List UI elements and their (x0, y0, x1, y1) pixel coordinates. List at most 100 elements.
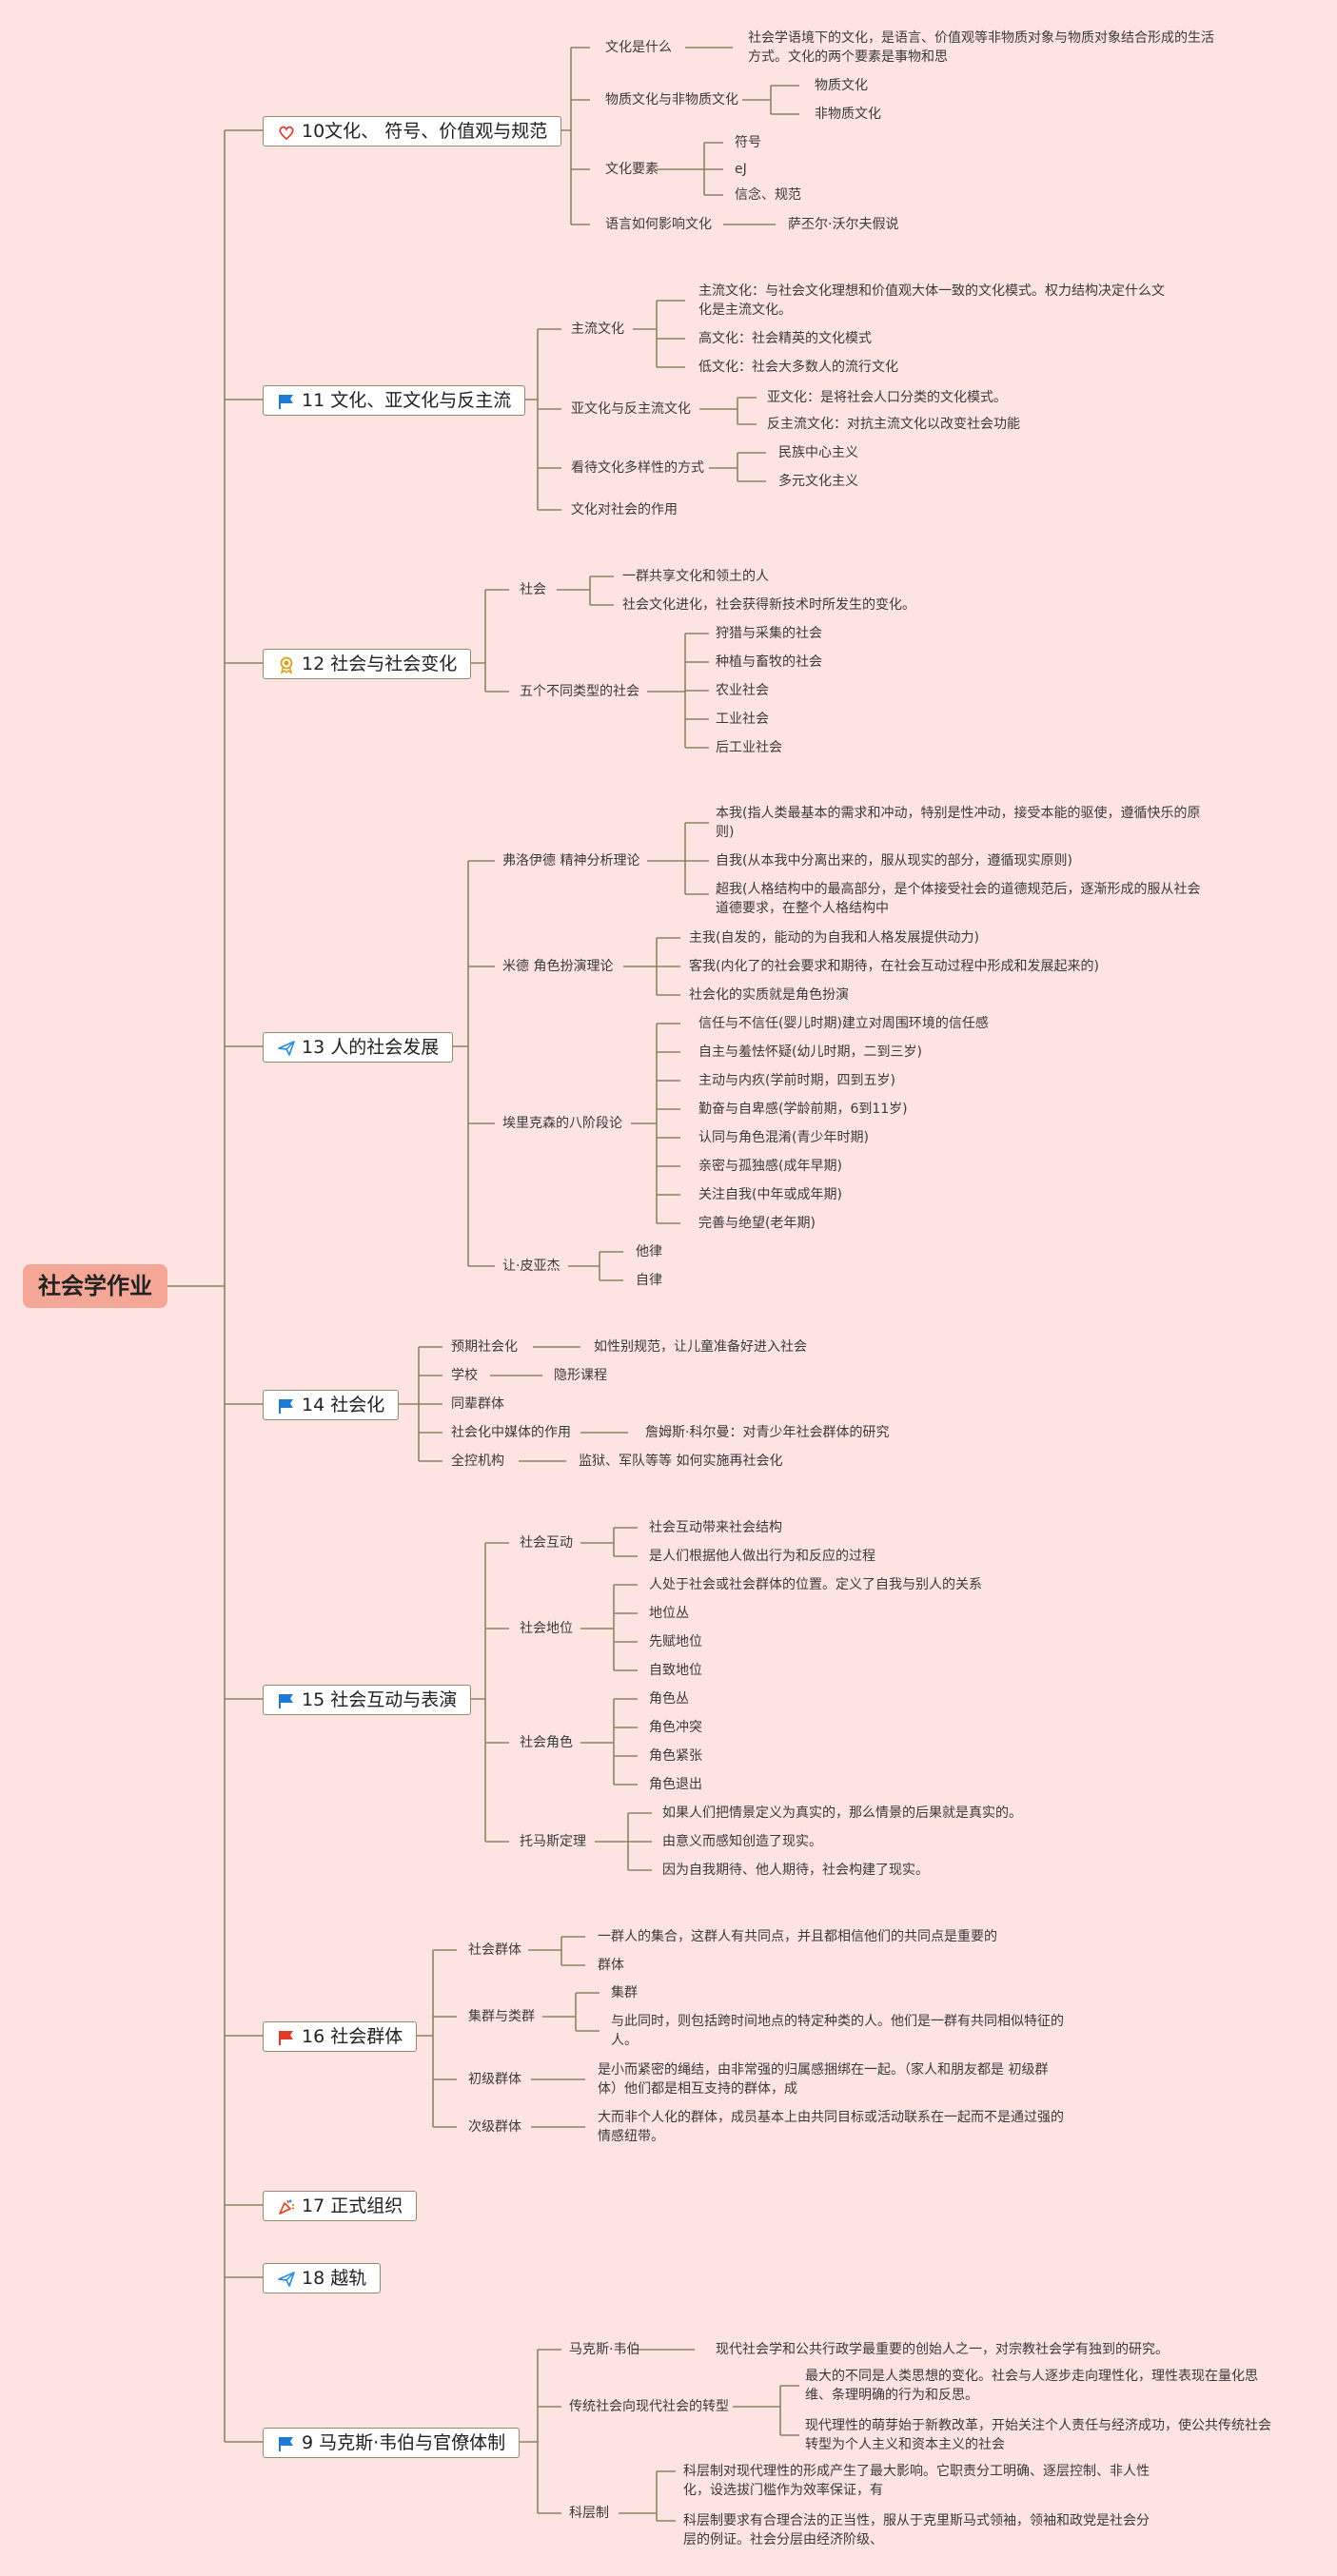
node[interactable]: 集群与类群 (468, 2009, 535, 2024)
topic-11[interactable]: 11 文化、亚文化与反主流 (263, 385, 526, 416)
node[interactable]: 如果人们把情景定义为真实的，那么情景的后果就是真实的。 (662, 1805, 1022, 1821)
node[interactable]: 亲密与孤独感(成年早期) (698, 1159, 842, 1174)
node[interactable]: 文化对社会的作用 (571, 502, 678, 517)
node[interactable]: 物质文化与非物质文化 (605, 92, 738, 107)
node[interactable]: 是人们根据他人做出行为和反应的过程 (649, 1549, 875, 1564)
node[interactable]: 集群 (611, 1985, 638, 2000)
topic-18[interactable]: 18 越轨 (263, 2263, 382, 2293)
node[interactable]: 全控机构 (451, 1454, 504, 1469)
topic-17[interactable]: 17 正式组织 (263, 2191, 418, 2221)
node[interactable]: 马克斯·韦伯 (569, 2342, 640, 2357)
node[interactable]: 詹姆斯·科尔曼：对青少年社会群体的研究 (645, 1425, 890, 1440)
node[interactable]: 关注自我(中年或成年期) (698, 1187, 842, 1202)
node[interactable]: 自律 (636, 1273, 662, 1288)
node[interactable]: 亚文化与反主流文化 (571, 401, 691, 417)
node[interactable]: 由意义而感知创造了现实。 (662, 1834, 822, 1849)
node[interactable]: 社会群体 (468, 1942, 521, 1958)
node[interactable]: 种植与畜牧的社会 (716, 654, 822, 670)
node[interactable]: 先赋地位 (649, 1634, 702, 1649)
node[interactable]: 初级群体 (468, 2072, 521, 2087)
node[interactable]: 角色退出 (649, 1777, 702, 1792)
node[interactable]: 勤奋与自卑感(学龄前期，6到11岁) (698, 1102, 908, 1117)
node[interactable]: 主我(自发的，能动的为自我和人格发展提供动力) (689, 930, 979, 946)
node[interactable]: 弗洛伊德 精神分析理论 (502, 853, 640, 868)
node[interactable]: 监狱、军队等等 如何实施再社会化 (579, 1454, 783, 1469)
node[interactable]: 社会化的实质就是角色扮演 (689, 987, 849, 1003)
node[interactable]: 社会化中媒体的作用 (451, 1425, 571, 1440)
node[interactable]: 社会学语境下的文化，是语言、价值观等非物质对象与物质对象结合形成的生活方式。文化… (748, 30, 1214, 65)
topic-13[interactable]: 13 人的社会发展 (263, 1032, 454, 1063)
node[interactable]: 主动与内疚(学前时期，四到五岁) (698, 1073, 895, 1088)
node[interactable]: 同辈群体 (451, 1396, 504, 1412)
node[interactable]: 主流文化 (571, 322, 624, 337)
node[interactable]: 因为自我期待、他人期待，社会构建了现实。 (662, 1863, 929, 1878)
node[interactable]: 民族中心主义 (778, 445, 858, 460)
node[interactable]: 地位丛 (649, 1606, 689, 1621)
node[interactable]: 主流文化：与社会文化理想和价值观大体一致的文化模式。权力结构决定什么文化是主流文… (698, 283, 1165, 318)
node[interactable]: 如性别规范，让儿童准备好进入社会 (594, 1339, 807, 1355)
node[interactable]: 反主流文化：对抗主流文化以改变社会功能 (767, 417, 1020, 432)
node[interactable]: 是小而紧密的绳结，由非常强的归属感捆绑在一起。（家人和朋友都是 初级群体）他们都… (598, 2062, 1049, 2097)
node[interactable]: 他律 (636, 1244, 662, 1259)
node[interactable]: 亚文化：是将社会人口分类的文化模式。 (767, 390, 1007, 405)
node[interactable]: 科层制对现代理性的形成产生了最大影响。它职责分工明确、逐层控制、非人性化，设选拔… (683, 2464, 1150, 2498)
node[interactable]: 工业社会 (716, 712, 769, 727)
node[interactable]: 隐形课程 (554, 1368, 607, 1383)
node[interactable]: 托马斯定理 (520, 1834, 586, 1849)
topic-14[interactable]: 14 社会化 (263, 1390, 400, 1420)
node[interactable]: 农业社会 (716, 683, 769, 698)
root-topic[interactable]: 社会学作业 (23, 1264, 167, 1308)
node[interactable]: 一群共享文化和领土的人 (622, 569, 769, 584)
topic-15[interactable]: 15 社会互动与表演 (263, 1685, 472, 1715)
node[interactable]: 社会地位 (520, 1621, 573, 1636)
node[interactable]: 物质文化 (815, 78, 868, 93)
node[interactable]: 群体 (598, 1958, 624, 1973)
node[interactable]: 高文化：社会精英的文化模式 (698, 331, 872, 346)
node[interactable]: 社会 (520, 582, 546, 597)
topic-9[interactable]: 9 马克斯·韦伯与官僚体制 (263, 2428, 521, 2458)
node[interactable]: 社会互动 (520, 1535, 573, 1551)
node[interactable]: 信任与不信任(婴儿时期)建立对周围环境的信任感 (698, 1016, 989, 1031)
node[interactable]: 预期社会化 (451, 1339, 518, 1355)
node[interactable]: 自我(从本我中分离出来的，服从现实的部分，遵循现实原则) (716, 853, 1072, 868)
node[interactable]: 角色紧张 (649, 1748, 702, 1764)
node[interactable]: 大而非个人化的群体，成员基本上由共同目标或活动联系在一起而不是通过强的情感纽带。 (598, 2110, 1064, 2144)
node[interactable]: 狩猎与采集的社会 (716, 626, 822, 641)
node[interactable]: 信念、规范 (735, 187, 801, 203)
node[interactable]: 人处于社会或社会群体的位置。定义了自我与别人的关系 (649, 1577, 982, 1592)
topic-10[interactable]: 10文化、 符号、价值观与规范 (263, 116, 562, 146)
node[interactable]: 社会互动带来社会结构 (649, 1520, 782, 1535)
node[interactable]: 客我(内化了的社会要求和期待，在社会互动过程中形成和发展起来的) (689, 959, 1099, 974)
node[interactable]: 认同与角色混淆(青少年时期) (698, 1130, 869, 1145)
node[interactable]: 埃里克森的八阶段论 (502, 1116, 622, 1131)
node[interactable]: 米德 角色扮演理论 (502, 959, 614, 974)
node[interactable]: 超我(人格结构中的最高部分，是个体接受社会的道德规范后，逐渐形成的服从社会道德要… (716, 882, 1201, 916)
node[interactable]: 角色丛 (649, 1691, 689, 1707)
node[interactable]: 次级群体 (468, 2119, 521, 2135)
node[interactable]: 自主与羞怯怀疑(幼儿时期，二到三岁) (698, 1044, 922, 1060)
node[interactable]: 最大的不同是人类思想的变化。社会与人逐步走向理性化，理性表现在量化思维、条理明确… (805, 2369, 1258, 2403)
node[interactable]: 看待文化多样性的方式 (571, 460, 704, 476)
topic-16[interactable]: 16 社会群体 (263, 2021, 418, 2052)
node[interactable]: 自致地位 (649, 1663, 702, 1678)
node[interactable]: 符号 (735, 135, 761, 150)
node[interactable]: 一群人的集合，这群人有共同点，并且都相信他们的共同点是重要的 (598, 1929, 997, 1944)
node[interactable]: eJ (735, 162, 747, 177)
node[interactable]: 本我(指人类最基本的需求和冲动，特别是性冲动，接受本能的驱使，遵循快乐的原则) (716, 806, 1201, 840)
node[interactable]: 让·皮亚杰 (502, 1259, 560, 1274)
node[interactable]: 萨丕尔·沃尔夫假说 (788, 217, 899, 232)
node[interactable]: 角色冲突 (649, 1720, 702, 1735)
node[interactable]: 后工业社会 (716, 740, 782, 755)
topic-12[interactable]: 12 社会与社会变化 (263, 649, 472, 679)
node[interactable]: 社会文化进化，社会获得新技术时所发生的变化。 (622, 597, 915, 613)
node[interactable]: 科层制 (569, 2506, 609, 2521)
node[interactable]: 非物质文化 (815, 107, 881, 122)
node[interactable]: 传统社会向现代社会的转型 (569, 2399, 729, 2414)
node[interactable]: 五个不同类型的社会 (520, 684, 639, 699)
node[interactable]: 完善与绝望(老年期) (698, 1216, 816, 1231)
node[interactable]: 现代理性的萌芽始于新教改革，开始关注个人责任与经济成功，使公共传统社会转型为个人… (805, 2418, 1271, 2452)
node[interactable]: 多元文化主义 (778, 474, 858, 489)
node[interactable]: 文化是什么 (605, 40, 672, 55)
node[interactable]: 学校 (451, 1368, 478, 1383)
node[interactable]: 科层制要求有合理合法的正当性，服从于克里斯马式领袖，领袖和政党是社会分层的例证。… (683, 2513, 1150, 2547)
